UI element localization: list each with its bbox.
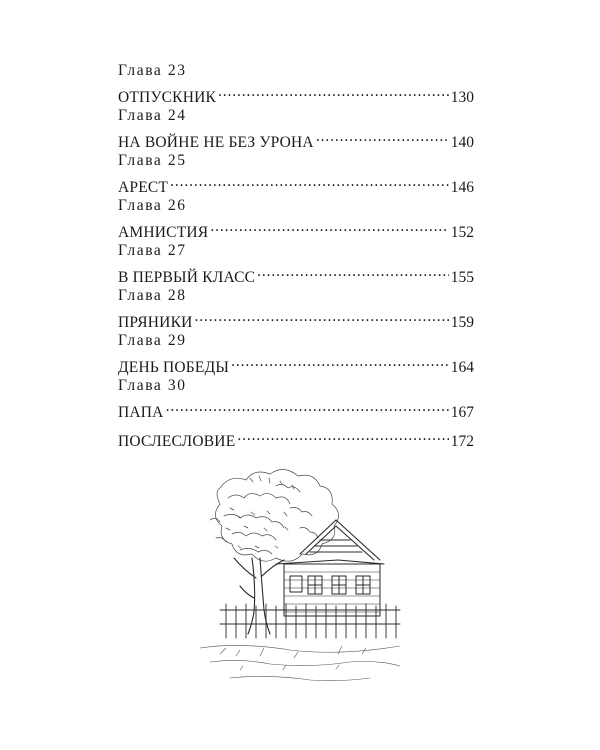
toc-line: НА ВОЙНЕ НЕ БЕЗ УРОНА 140	[118, 126, 474, 151]
page-number: 152	[450, 224, 474, 241]
page-number: 140	[450, 134, 474, 151]
house-roof	[275, 519, 385, 565]
chapter-title: В ПЕРВЫЙ КЛАСС	[118, 269, 256, 286]
dot-leader	[170, 171, 449, 192]
toc-line: В ПЕРВЫЙ КЛАСС 155	[118, 261, 474, 286]
tree-canopy	[209, 469, 339, 562]
table-of-contents: Глава 23 ОТПУСКНИК 130 Глава 24 НА ВОЙНЕ…	[118, 60, 474, 450]
toc-entry-28: Глава 28 ПРЯНИКИ 159	[118, 285, 474, 331]
chapter-label: Глава 29	[118, 332, 187, 349]
page-number: 172	[450, 433, 474, 450]
page-number: 155	[450, 269, 474, 286]
ground	[199, 645, 401, 681]
toc-line: ОТПУСКНИК 130	[118, 81, 474, 106]
chapter-title: ПАПА	[118, 404, 164, 421]
toc-entry-29: Глава 29 ДЕНЬ ПОБЕДЫ 164	[118, 330, 474, 376]
page-number: 146	[450, 179, 474, 196]
chapter-label: Глава 27	[118, 242, 187, 259]
chapter-label: Глава 25	[118, 152, 187, 169]
dot-leader	[210, 216, 448, 237]
chapter-title: АМНИСТИЯ	[118, 224, 209, 241]
toc-entry-23: Глава 23 ОТПУСКНИК 130	[118, 60, 474, 106]
page-number: 130	[450, 89, 474, 106]
house-under-tree-illustration	[199, 469, 401, 681]
chapter-label: Глава 23	[118, 62, 187, 79]
dot-leader	[316, 126, 449, 147]
toc-entry-24: Глава 24 НА ВОЙНЕ НЕ БЕЗ УРОНА 140	[118, 105, 474, 151]
chapter-title: НА ВОЙНЕ НЕ БЕЗ УРОНА	[118, 134, 314, 151]
chapter-title: ОТПУСКНИК	[118, 89, 217, 106]
page-number: 159	[450, 314, 474, 331]
fence	[219, 603, 401, 639]
afterword-title: ПОСЛЕСЛОВИЕ	[118, 433, 236, 450]
toc-line: ДЕНЬ ПОБЕДЫ 164	[118, 351, 474, 376]
chapter-title: АРЕСТ	[118, 179, 169, 196]
page-number: 164	[450, 359, 474, 376]
toc-line: ПРЯНИКИ 159	[118, 306, 474, 331]
dot-leader	[195, 306, 449, 327]
toc-entry-26: Глава 26 АМНИСТИЯ 152	[118, 195, 474, 241]
page-number: 167	[450, 404, 474, 421]
toc-line: АМНИСТИЯ 152	[118, 216, 474, 241]
tree-trunk	[233, 557, 285, 635]
dot-leader	[257, 261, 449, 282]
chapter-title: ДЕНЬ ПОБЕДЫ	[118, 359, 230, 376]
chapter-title: ПРЯНИКИ	[118, 314, 193, 331]
toc-entry-30: Глава 30 ПАПА 167	[118, 375, 474, 421]
toc-line: АРЕСТ 146	[118, 171, 474, 196]
chapter-label: Глава 28	[118, 287, 187, 304]
toc-entry-27: Глава 27 В ПЕРВЫЙ КЛАСС 155	[118, 240, 474, 286]
dot-leader	[166, 396, 449, 417]
chapter-label: Глава 24	[118, 107, 187, 124]
toc-entry-25: Глава 25 АРЕСТ 146	[118, 150, 474, 196]
chapter-label: Глава 30	[118, 377, 187, 394]
toc-line: ПАПА 167	[118, 396, 474, 421]
dot-leader	[237, 425, 448, 446]
dot-leader	[218, 81, 449, 102]
dot-leader	[231, 351, 449, 372]
chapter-label: Глава 26	[118, 197, 187, 214]
house-windows	[289, 575, 371, 595]
toc-entry-afterword: ПОСЛЕСЛОВИЕ 172	[118, 425, 474, 450]
